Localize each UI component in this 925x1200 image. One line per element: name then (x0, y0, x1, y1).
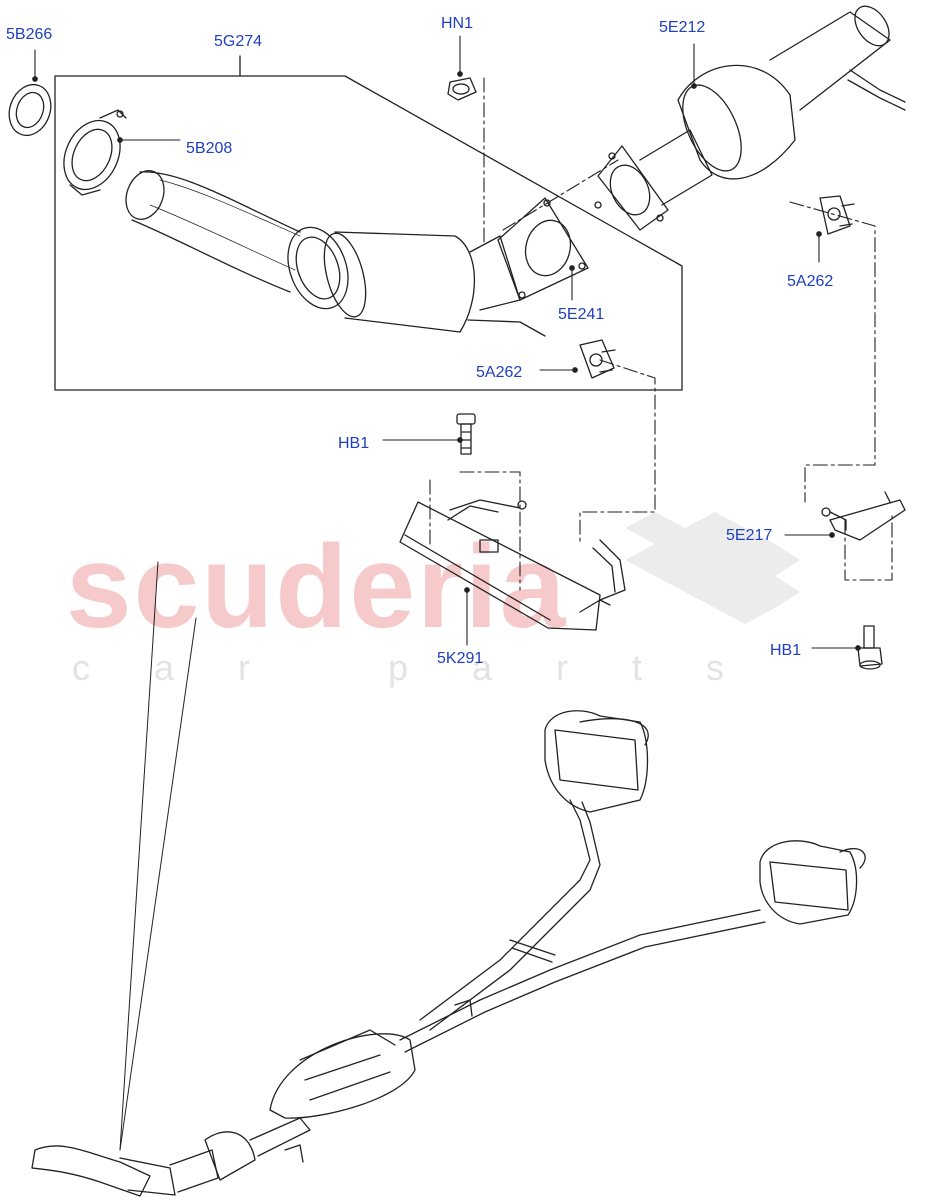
bolt-HB1-upper (456, 413, 476, 455)
bolt-HB1-lower (857, 625, 883, 670)
callout-5A262-rear[interactable]: 5A262 (787, 273, 834, 290)
callout-HN1[interactable]: HN1 (441, 15, 474, 32)
bracket-5E217 (821, 491, 906, 541)
nut-HN1 (447, 77, 477, 101)
converter-5E212 (594, 5, 906, 231)
watermark-tagline: car parts (72, 647, 789, 688)
front-pipe-catalyst (125, 170, 546, 337)
watermark-brand: scuderia (66, 521, 568, 653)
callout-5K291[interactable]: 5K291 (437, 650, 484, 667)
callout-5E217[interactable]: 5E217 (726, 527, 773, 544)
callout-5A262-front[interactable]: 5A262 (476, 364, 523, 381)
callout-5E212[interactable]: 5E212 (659, 19, 706, 36)
flange-5E241 (497, 197, 589, 301)
mount-5A262-front (579, 339, 616, 379)
callout-5B208[interactable]: 5B208 (186, 140, 233, 157)
callout-HB1-lower[interactable]: HB1 (770, 642, 802, 659)
callout-5B266[interactable]: 5B266 (6, 26, 53, 43)
clamp-5B208 (63, 109, 127, 196)
mount-5A262-rear (819, 195, 855, 235)
callout-5E241[interactable]: 5E241 (558, 306, 605, 323)
callout-5G274[interactable]: 5G274 (214, 33, 263, 50)
gasket-5B266 (8, 83, 52, 137)
bracket-5K291 (399, 499, 626, 631)
callout-HB1-upper[interactable]: HB1 (338, 435, 370, 452)
assembly-group-outline (54, 75, 683, 391)
leader-lines (32, 35, 861, 651)
exhaust-overview (31, 710, 866, 1197)
overview-pointer (119, 561, 197, 1151)
